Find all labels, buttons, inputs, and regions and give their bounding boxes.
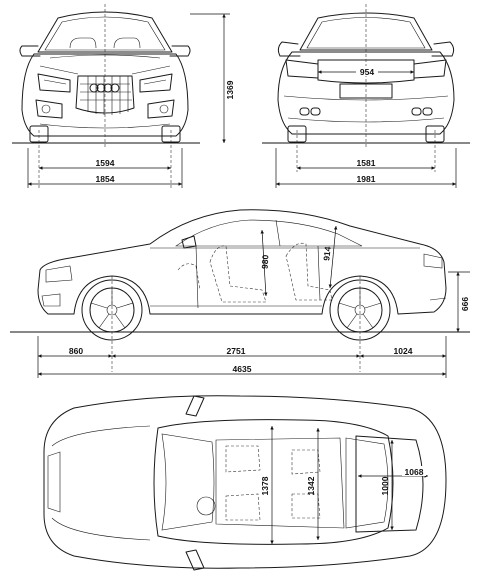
front-view [19, 4, 191, 188]
rear-height-label: 666 [460, 297, 470, 311]
trunk-width-label: 1000 [380, 476, 390, 495]
top-view [43, 395, 447, 571]
total-length-label: 4635 [233, 364, 252, 374]
length-dimensions: 860 2751 1024 4635 [37, 336, 447, 378]
front-shoulder-label: 1378 [260, 476, 270, 495]
front-track-label: 1594 [96, 158, 115, 168]
rear-trunk-width-label: 954 [360, 67, 374, 77]
rear-height-dimension: 666 [448, 271, 470, 332]
rear-width-dimensions: 954 1581 1981 [275, 66, 457, 188]
mirror-width-label: 1981 [357, 174, 376, 184]
rear-view [277, 4, 455, 172]
rear-shoulder-label: 1342 [306, 476, 316, 495]
height-dimension: 1369 [190, 13, 235, 143]
wheelbase-label: 2751 [227, 346, 246, 356]
front-headroom-label: 980 [260, 254, 271, 269]
trunk-length-label: 1068 [405, 467, 424, 477]
rear-overhang-label: 1024 [394, 346, 413, 356]
front-width-dimensions: 1594 1854 [27, 148, 183, 188]
height-label: 1369 [225, 80, 235, 99]
front-overhang-label: 860 [69, 346, 83, 356]
side-view [37, 209, 447, 372]
rear-headroom-label: 914 [321, 246, 332, 261]
headroom-dimensions: 980 914 [260, 225, 338, 297]
interior-width-dimensions: 1378 1342 1000 1068 [260, 426, 428, 544]
rear-track-label: 1581 [357, 158, 376, 168]
front-width-label: 1854 [96, 174, 115, 184]
